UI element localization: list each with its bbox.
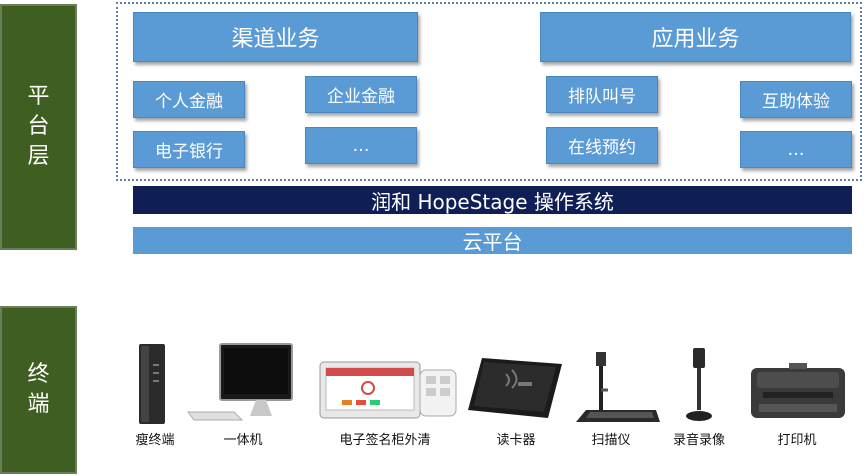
audio-video-recorder-icon xyxy=(686,348,712,421)
personal-finance-box: 个人金融 xyxy=(133,81,245,118)
os-bar: 润和 HopeStage 操作系统 xyxy=(133,186,852,214)
card-reader-icon xyxy=(468,358,562,418)
recorder-caption: 录音录像 xyxy=(672,433,725,448)
card-reader-caption: 读卡器 xyxy=(496,433,536,448)
thin-client-caption: 瘦终端 xyxy=(135,433,175,448)
channel-more-box: … xyxy=(305,127,417,164)
e-signature-caption: 电子签名柜外清 xyxy=(339,433,431,448)
platform-layer-label: 平台层 xyxy=(0,4,77,250)
printer-icon xyxy=(751,363,845,418)
online-booking-box: 在线预约 xyxy=(546,127,658,164)
scanner-caption: 扫描仪 xyxy=(591,433,631,448)
thin-client-icon xyxy=(139,344,165,424)
terminal-layer-label: 终端 xyxy=(0,306,77,474)
interactive-experience-box: 互助体验 xyxy=(740,81,852,118)
all-in-one-pc-icon xyxy=(187,343,293,421)
e-signature-terminal-icon xyxy=(319,361,457,419)
app-business-header: 应用业务 xyxy=(540,12,851,62)
queue-calling-box: 排队叫号 xyxy=(546,76,658,113)
terminal-layer-text: 终端 xyxy=(27,362,50,417)
printer-caption: 打印机 xyxy=(777,433,817,448)
app-more-box: … xyxy=(740,131,852,168)
channel-business-header: 渠道业务 xyxy=(133,12,418,62)
cloud-platform-bar: 云平台 xyxy=(133,227,852,254)
platform-layer-text: 平台层 xyxy=(27,84,50,169)
all-in-one-caption: 一体机 xyxy=(223,433,263,448)
e-banking-box: 电子银行 xyxy=(133,131,245,168)
corporate-finance-box: 企业金融 xyxy=(305,76,417,113)
business-container xyxy=(116,2,862,181)
document-scanner-icon xyxy=(576,352,660,422)
